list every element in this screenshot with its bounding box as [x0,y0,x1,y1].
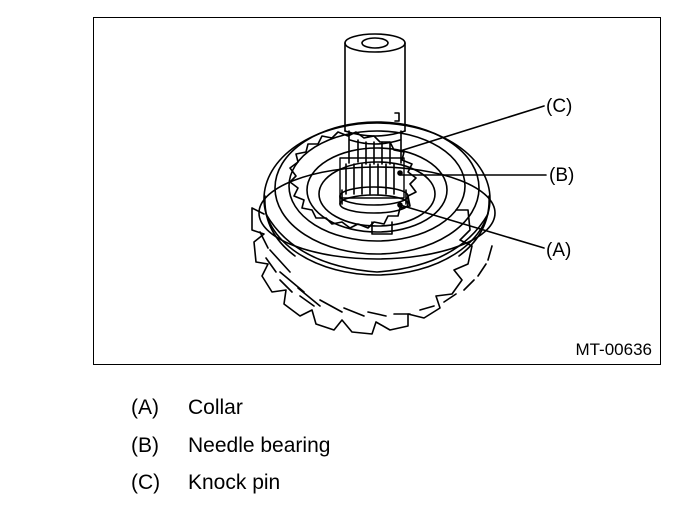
legend-key: (B) [131,433,159,457]
legend-key: (A) [131,396,159,419]
collar-and-bearing [339,157,409,214]
callout-label-b: (B) [549,165,575,186]
callout-label-c: (C) [546,96,573,117]
hub-rings [258,121,496,276]
legend-text: Collar [188,396,243,419]
gear-shaft-drawing [251,33,547,335]
leader-line-a [399,204,545,249]
helical-gear [251,207,493,335]
shaft [344,33,406,165]
legend-key: (C) [131,471,161,494]
figure-code: MT-00636 [575,340,652,359]
figure-frame: (C) (B) (A) MT-00636 [93,17,661,365]
leader-line-c [399,105,545,152]
legend-text: Needle bearing [188,433,331,457]
legend-text: Knock pin [188,471,281,494]
callout-label-a: (A) [546,240,572,261]
